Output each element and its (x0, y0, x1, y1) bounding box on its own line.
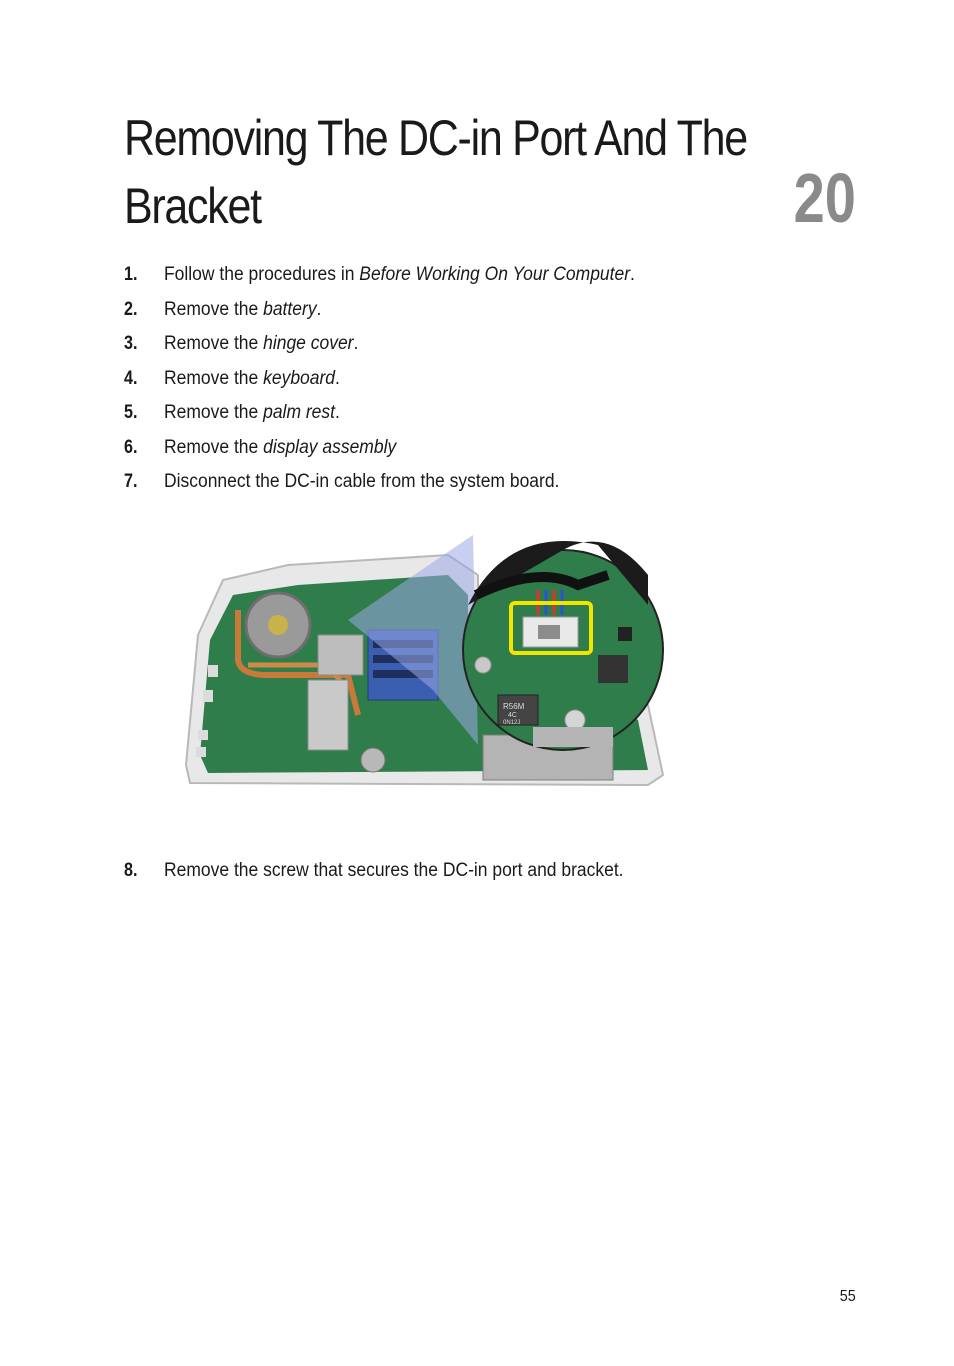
link-keyboard[interactable]: keyboard (263, 367, 336, 389)
chapter-title-line2: Bracket (124, 178, 262, 234)
page-number: 55 (839, 1288, 856, 1305)
link-hinge-cover[interactable]: hinge cover (263, 333, 354, 354)
chip-label-3: 0N12J (503, 720, 520, 726)
chip-label-1: R56M (503, 702, 525, 711)
chapter-number: 20 (793, 159, 856, 237)
link-display-assembly[interactable]: display assembly (263, 436, 397, 458)
link-before-working[interactable]: Before Working On Your Computer (359, 264, 631, 285)
chapter-title: Removing The DC-in Port And The Bracket (124, 104, 748, 240)
link-palm-rest[interactable]: palm rest (263, 402, 336, 423)
chapter-title-line1: Removing The DC-in Port And The (124, 110, 748, 166)
chip-label-2: 4C (508, 712, 517, 719)
dc-in-cable-photo: R56M 4C 0N12J (184, 535, 665, 787)
link-battery[interactable]: battery (263, 298, 317, 320)
